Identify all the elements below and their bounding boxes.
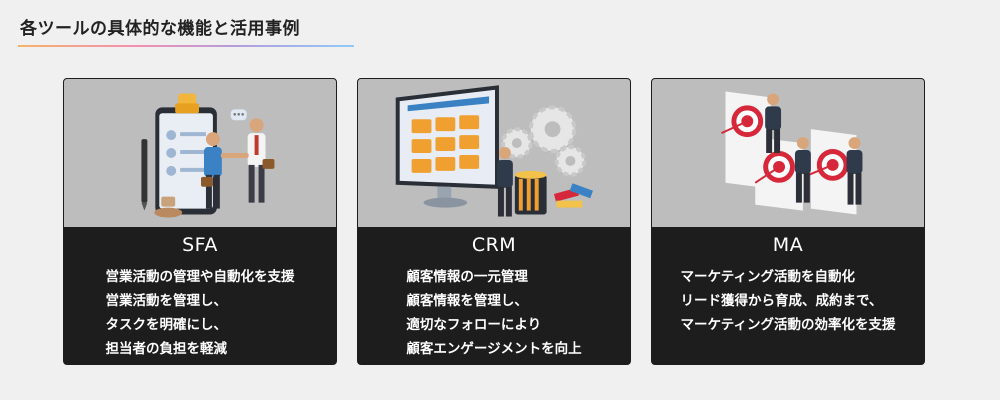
crm-card: CRM 顧客情報の一元管理 顧客情報を管理し、 適切なフォローにより 顧客エンゲ… (357, 78, 631, 365)
ma-heading: MA (772, 234, 804, 256)
sfa-card: SFA 営業活動の管理や自動化を支援 営業活動を管理し、 タスクを明確にし、 担… (63, 78, 337, 365)
crm-heading: CRM (471, 234, 517, 256)
ma-targets-illustration (721, 91, 863, 215)
crm-monitor-folders-illustration (395, 85, 593, 217)
sfa-heading: SFA (182, 234, 218, 256)
sfa-description-line: 営業活動の管理や自動化を支援 (105, 269, 295, 285)
ma-description-line: マーケティング活動の効率化を支援 (680, 317, 896, 333)
ma-illustration (652, 79, 924, 227)
ma-description-line: リード獲得から育成、成約まで、 (680, 293, 883, 309)
crm-description-line: 顧客情報を管理し、 (406, 293, 528, 309)
sfa-tablet-handshake-illustration (141, 93, 275, 218)
ma-description: マーケティング活動を自動化 リード獲得から育成、成約まで、 マーケティング活動の… (652, 265, 924, 337)
sfa-description-line: タスクを明確にし、 (105, 317, 228, 333)
crm-description-line: 適切なフォローにより (406, 317, 542, 333)
crm-description-line: 顧客エンゲージメントを向上 (406, 341, 582, 357)
ma-description-line: マーケティング活動を自動化 (680, 269, 855, 285)
page-title: 各ツールの具体的な機能と活用事例 (20, 19, 300, 39)
sfa-description-line: 担当者の負担を軽減 (105, 341, 228, 357)
crm-description-line: 顧客情報の一元管理 (406, 269, 528, 285)
sfa-illustration (64, 79, 336, 227)
sfa-description-line: 営業活動を管理し、 (105, 293, 228, 309)
target-icon (731, 105, 764, 138)
title-gradient-underline (18, 45, 354, 47)
crm-illustration (358, 79, 630, 227)
crm-description: 顧客情報の一元管理 顧客情報を管理し、 適切なフォローにより 顧客エンゲージメン… (358, 265, 630, 361)
ma-card: MA マーケティング活動を自動化 リード獲得から育成、成約まで、 マーケティング… (651, 78, 925, 365)
sfa-description: 営業活動の管理や自動化を支援 営業活動を管理し、 タスクを明確にし、 担当者の負… (64, 265, 336, 361)
